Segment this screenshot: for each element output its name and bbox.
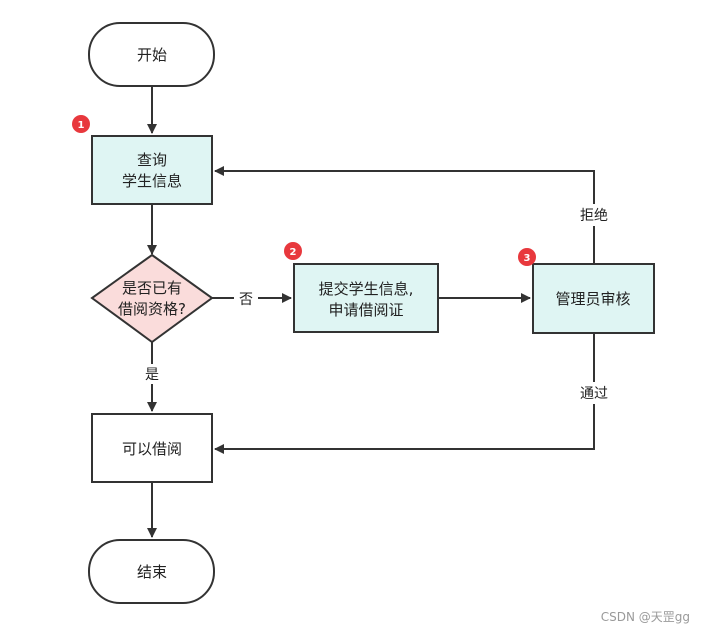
node-start <box>88 22 215 87</box>
badge-1-number: 1 <box>78 120 85 131</box>
node-decision-label-1: 是否已有 <box>122 279 182 297</box>
badge-2-number: 2 <box>290 247 297 258</box>
node-query <box>91 135 213 205</box>
node-end-label: 结束 <box>137 563 167 581</box>
badge-2 <box>284 242 302 260</box>
edge-label-yes: 是 <box>145 367 159 383</box>
node-submit-label-1: 提交学生信息, <box>319 280 414 298</box>
node-can-borrow-label: 可以借阅 <box>122 440 182 458</box>
node-admin-review-label: 管理员审核 <box>555 290 630 308</box>
node-can-borrow <box>91 413 213 483</box>
node-start-label: 开始 <box>137 46 167 64</box>
node-admin-review <box>532 263 655 334</box>
node-end <box>88 539 215 604</box>
edge-admin-pass <box>214 333 595 454</box>
watermark: CSDN @天罡gg <box>600 610 690 624</box>
badge-3 <box>518 248 536 266</box>
node-query-label-2: 学生信息 <box>122 172 182 190</box>
badge-1 <box>72 115 90 133</box>
edge-label-no: 否 <box>239 292 253 308</box>
edge-label-pass: 通过 <box>580 386 608 402</box>
edge-admin-reject <box>214 166 595 264</box>
node-submit <box>293 263 439 333</box>
edge-label-reject: 拒绝 <box>580 208 608 224</box>
node-query-label-1: 查询 <box>137 151 167 169</box>
node-decision <box>90 253 214 344</box>
badge-3-number: 3 <box>524 253 531 264</box>
node-decision-label-2: 借阅资格? <box>118 300 186 318</box>
node-submit-label-2: 申请借阅证 <box>328 301 403 319</box>
